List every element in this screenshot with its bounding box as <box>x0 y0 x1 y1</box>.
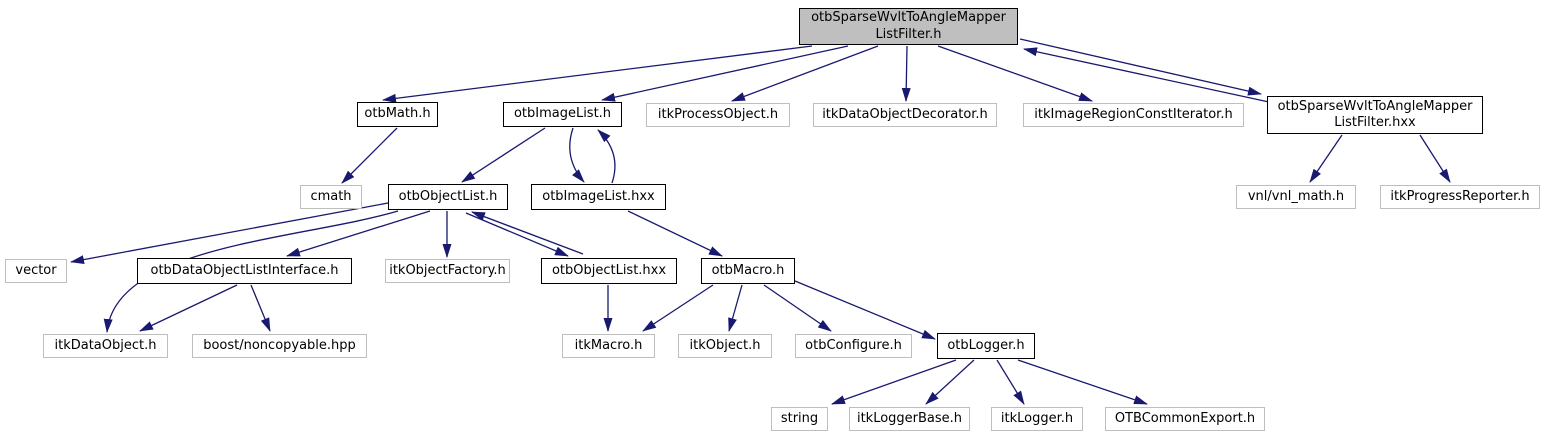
node-itkImageRegionConstIterator-h: itkImageRegionConstIterator.h <box>1023 103 1244 127</box>
node-otbConfigure-h: otbConfigure.h <box>795 334 912 358</box>
node-string: string <box>771 407 828 431</box>
node-otbObjectList-hxx[interactable]: otbObjectList.hxx <box>541 258 677 284</box>
edge-otbLogger-to-itkLoggerBase <box>925 359 975 405</box>
node-otbDataObjectListInterface-h[interactable]: otbDataObjectListInterface.h <box>137 258 352 284</box>
node-itkMacro-h: itkMacro.h <box>562 334 655 358</box>
edge-otbMacro-to-otbConfigure <box>763 284 832 332</box>
edge-otbImageList-to-otbObjectList <box>461 127 546 183</box>
edge-otbImageListHxx-to-otbMacro <box>627 210 723 257</box>
edge-otbLogger-to-string <box>831 359 957 405</box>
edge-otbLogger-to-itkLogger <box>996 359 1025 405</box>
edge-otbImageListHxx-to-otbImageList <box>597 129 616 184</box>
edge-otbMacro-to-itkObject <box>728 284 743 332</box>
node-itkObject-h: itkObject.h <box>678 334 772 358</box>
node-otbLogger-h[interactable]: otbLogger.h <box>937 333 1035 359</box>
node-label-line1: otbSparseWvltToAngleMapper <box>1277 98 1473 114</box>
node-otbMacro-h[interactable]: otbMacro.h <box>701 258 795 284</box>
node-vector: vector <box>5 259 67 283</box>
edge-otbDataObjectListInterface-to-boost <box>250 284 271 332</box>
node-cmath: cmath <box>300 185 362 209</box>
edge-root-to-itkImageRegionConstIterator <box>937 45 1093 102</box>
edge-otbDataObjectListInterface-to-itkDataObject <box>139 284 238 332</box>
edge-otbObjectList-to-vector <box>70 202 389 265</box>
node-itkProgressReporter-h: itkProgressReporter.h <box>1380 185 1540 209</box>
edge-root-to-itkDataObjectDecorator <box>901 45 911 102</box>
edge-otbMacro-to-otbLogger <box>794 280 936 340</box>
node-otbSparseWvltToAngleMapperListFilter-hxx[interactable]: otbSparseWvltToAngleMapper ListFilter.hx… <box>1267 96 1483 134</box>
edge-root-to-hxx <box>1019 38 1262 96</box>
node-itkLogger-h: itkLogger.h <box>991 407 1083 431</box>
edge-otbObjectListHxx-to-otbObjectList <box>471 211 584 255</box>
node-boost-noncopyable-hpp: boost/noncopyable.hpp <box>192 334 367 358</box>
node-itkProcessObject-h: itkProcessObject.h <box>646 103 790 127</box>
node-itkDataObject-h: itkDataObject.h <box>43 334 168 358</box>
node-itkLoggerBase-h: itkLoggerBase.h <box>849 407 970 431</box>
edge-otbObjectList-to-otbObjectListHxx <box>465 212 569 257</box>
edge-root-to-otbImageList <box>601 45 849 102</box>
edge-otbImageList-to-otbImageListHxx <box>569 127 585 183</box>
node-label-line2: ListFilter.h <box>875 26 942 42</box>
node-label-line1: otbSparseWvltToAngleMapper <box>811 10 1006 26</box>
node-label-line2: ListFilter.hxx <box>1334 115 1416 130</box>
node-itkObjectFactory-h: itkObjectFactory.h <box>385 259 510 283</box>
node-vnl-vnl-math-h: vnl/vnl_math.h <box>1236 185 1356 209</box>
node-itkDataObjectDecorator-h: itkDataObjectDecorator.h <box>813 103 997 127</box>
node-otbImageList-hxx[interactable]: otbImageList.hxx <box>531 184 666 210</box>
edge-hxx-to-vnl-math <box>1309 134 1343 183</box>
edge-otbMacro-to-itkMacro <box>642 284 714 332</box>
edge-otbObjectList-to-otbDataObjectListInterface <box>286 210 431 257</box>
edge-hxx-to-root <box>1023 47 1270 103</box>
edge-root-to-itkProcessObject <box>731 45 879 102</box>
node-OTBCommonExport-h: OTBCommonExport.h <box>1105 407 1265 431</box>
edge-otbMath-to-cmath <box>341 127 398 184</box>
node-otbMath-h[interactable]: otbMath.h <box>357 102 438 127</box>
node-otbSparseWvltToAngleMapperListFilter-h: otbSparseWvltToAngleMapper ListFilter.h <box>799 8 1018 45</box>
edge-hxx-to-itkProgressReporter <box>1419 134 1451 183</box>
node-otbImageList-h[interactable]: otbImageList.h <box>503 102 622 127</box>
node-otbObjectList-h[interactable]: otbObjectList.h <box>388 184 508 210</box>
edge-otbLogger-to-OTBCommonExport <box>1017 359 1148 405</box>
edge-root-to-otbMath <box>382 45 813 103</box>
